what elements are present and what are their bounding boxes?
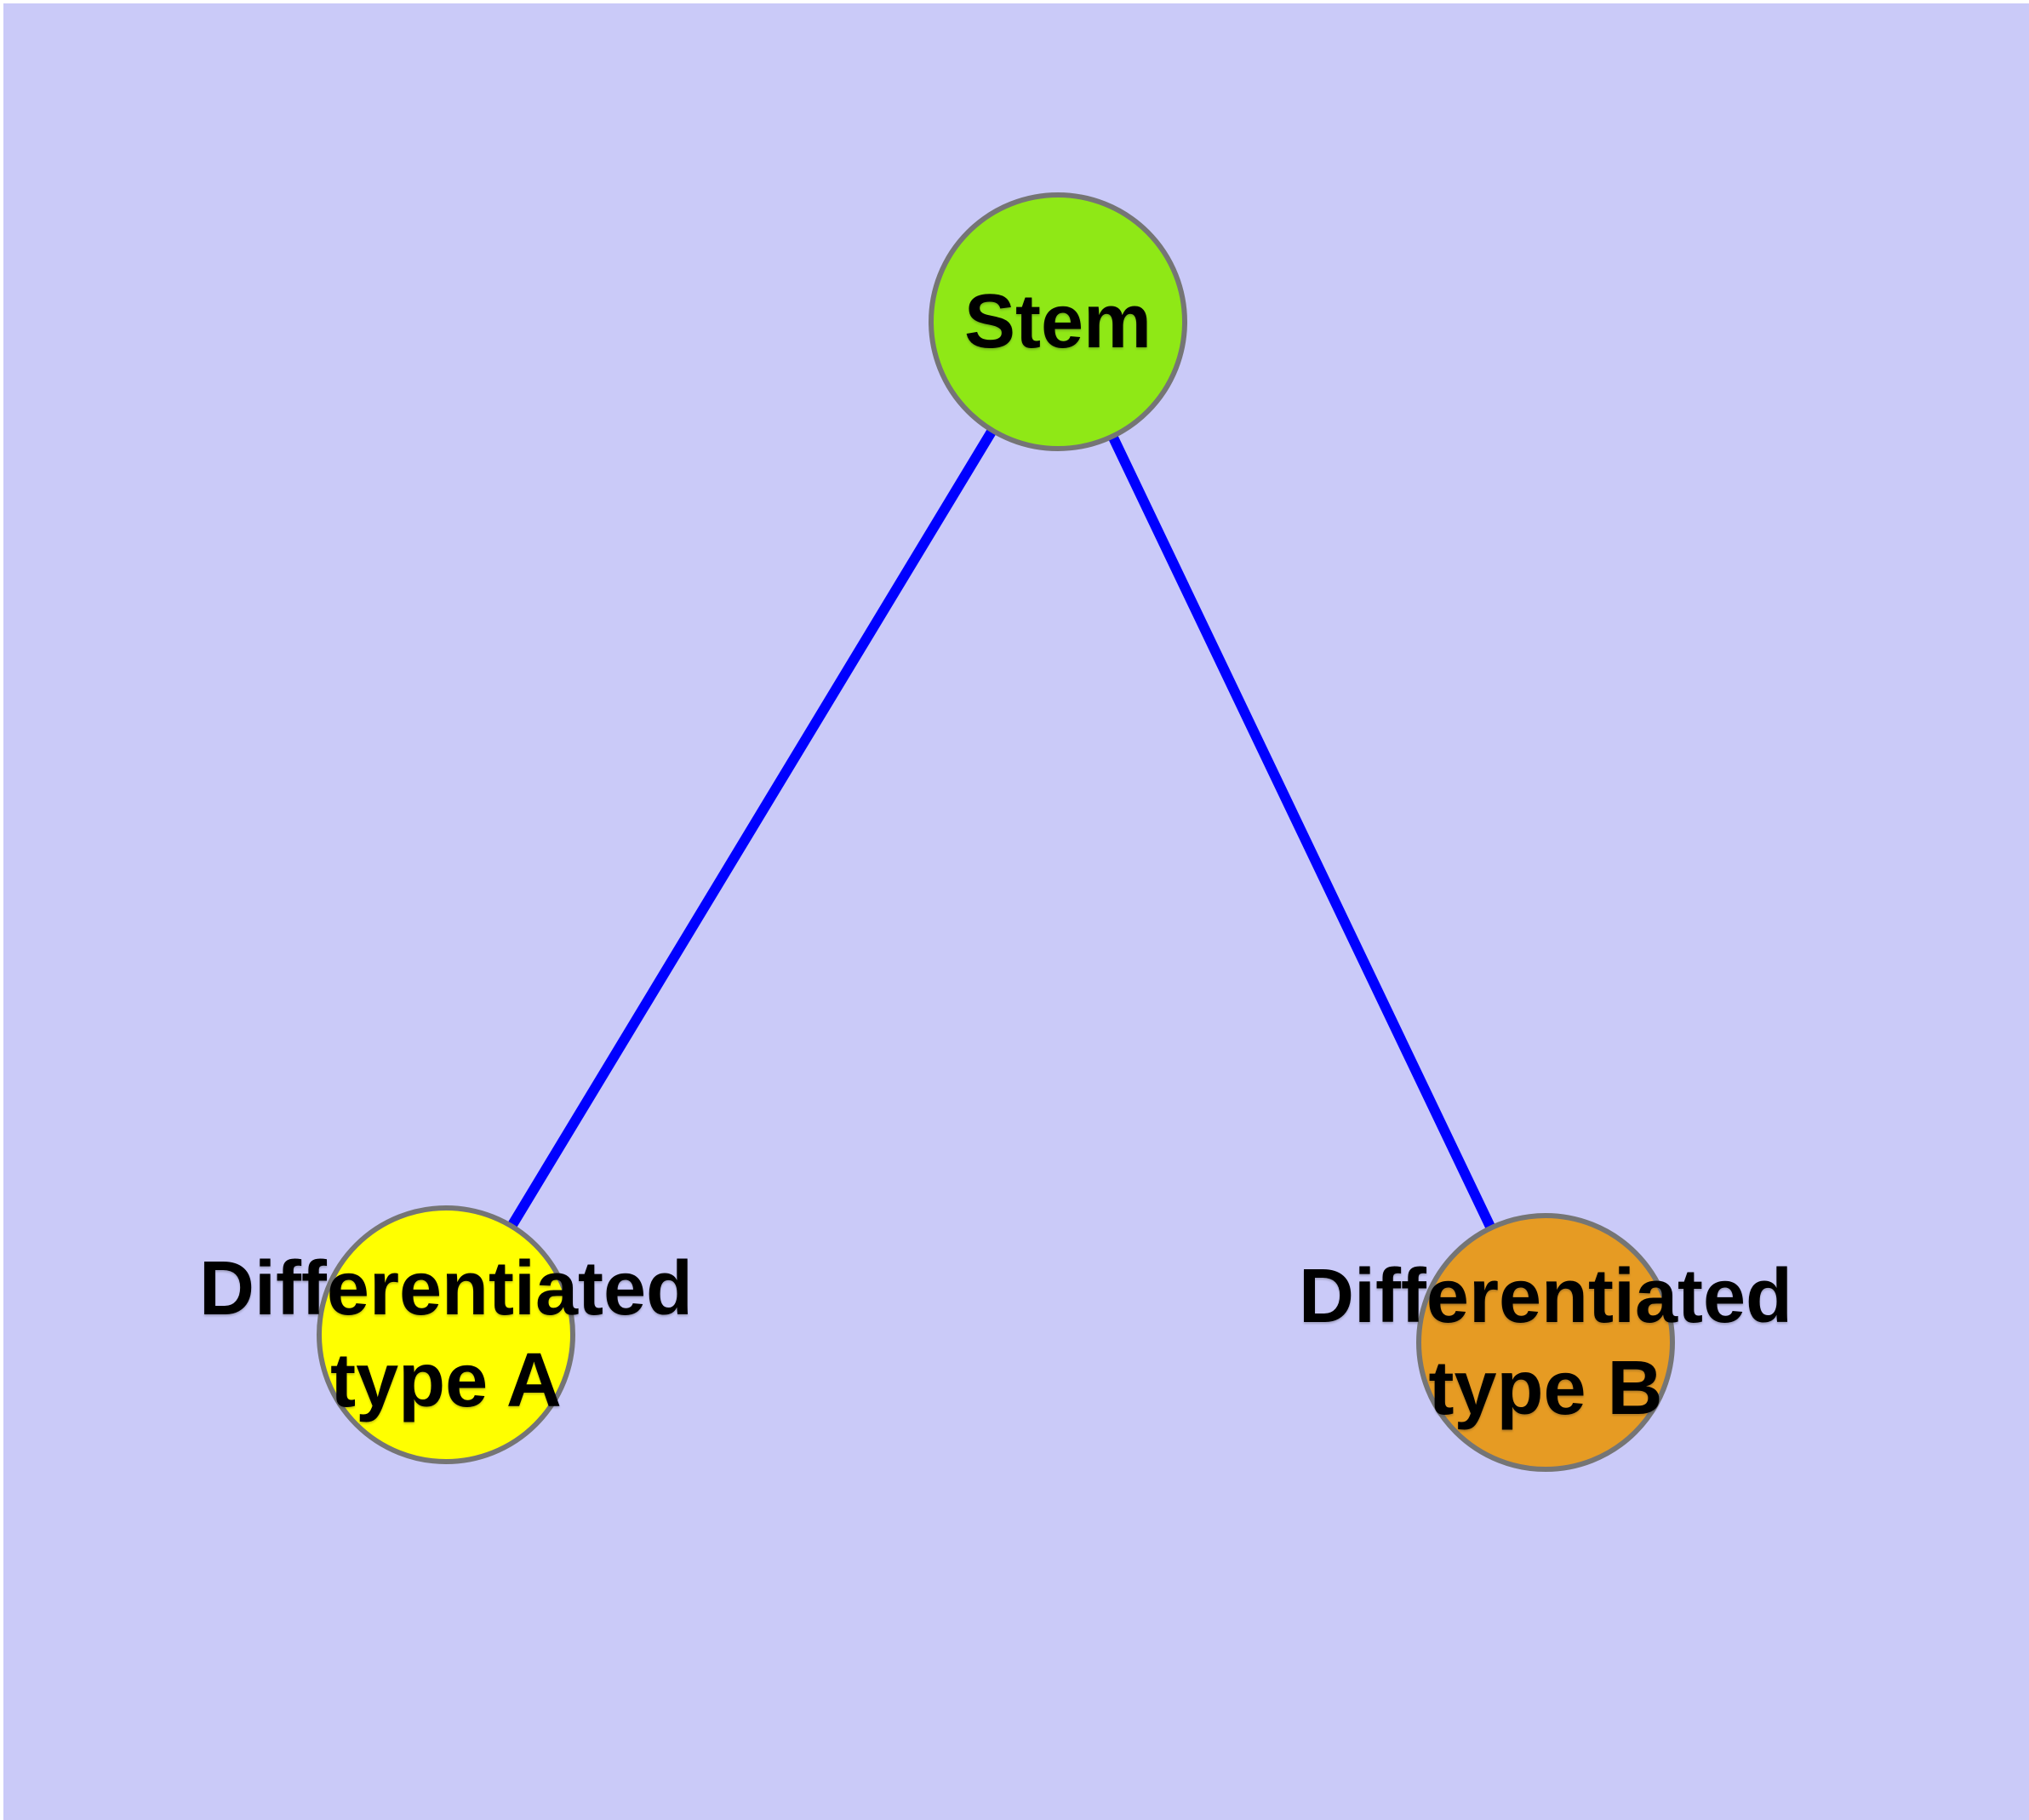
edge-stem-to-type-b	[1053, 319, 1551, 1345]
node-stem-circle	[929, 192, 1187, 451]
node-differentiated-type-a-circle	[317, 1205, 575, 1464]
edges-layer	[441, 318, 1551, 1345]
diagram-canvas: Stem Differentiated type A Differentiate…	[3, 3, 2029, 1820]
edge-stem-to-type-a	[441, 318, 1063, 1338]
node-differentiated-type-b-circle	[1416, 1213, 1675, 1472]
